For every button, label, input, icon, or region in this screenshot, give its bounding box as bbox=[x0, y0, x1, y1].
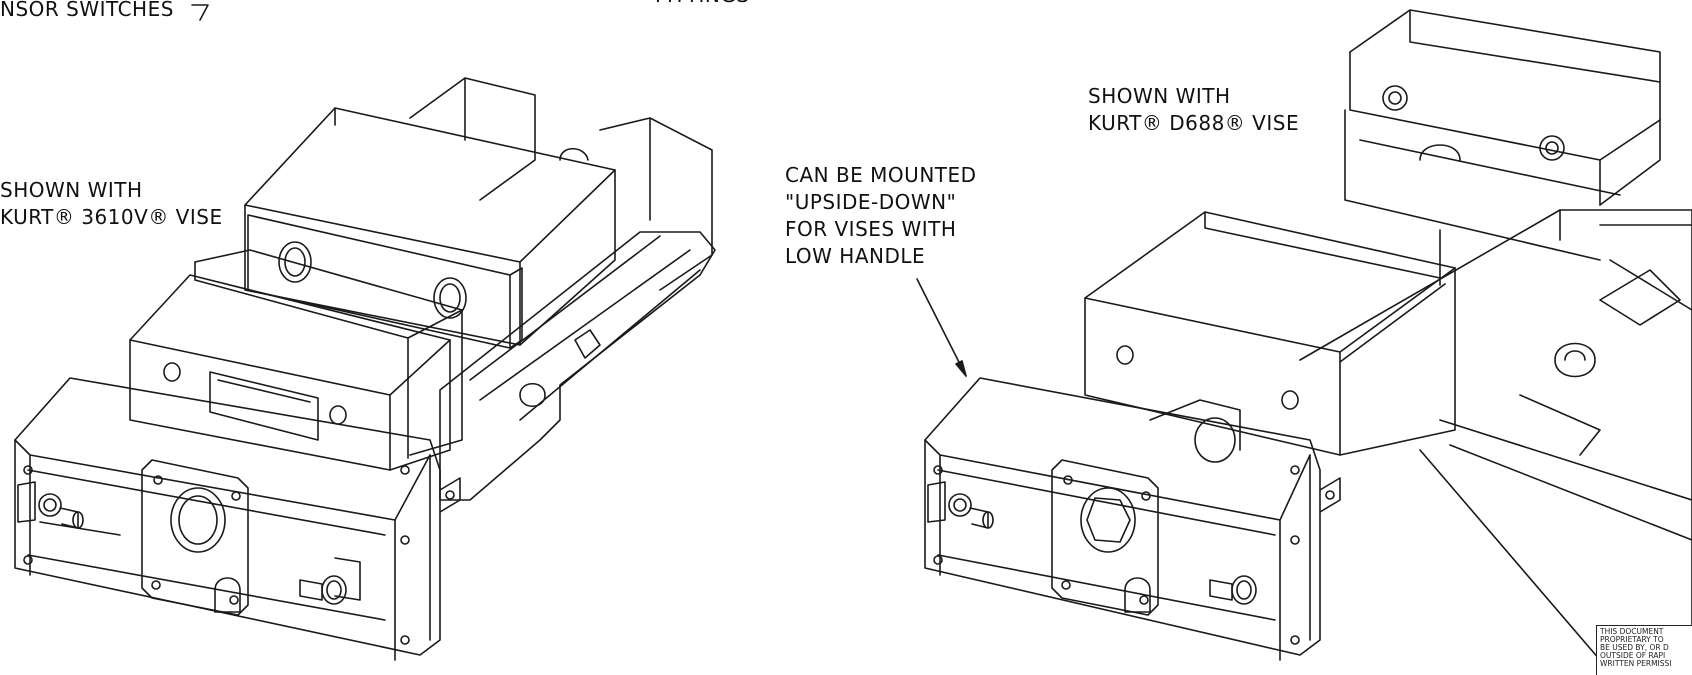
left-vise-caption-line-1: SHOWN WITH bbox=[0, 178, 143, 202]
mounting-note-line-4: LOW HANDLE bbox=[785, 244, 926, 268]
sensor-switches-label: NSOR SWITCHES bbox=[0, 0, 174, 21]
left-vise-caption-line-2: KURT® 3610V® VISE bbox=[0, 205, 223, 229]
right-vise-assembly bbox=[924, 9, 1692, 661]
mounting-note-line-3: FOR VISES WITH bbox=[785, 217, 957, 241]
mounting-note-leader bbox=[916, 278, 967, 377]
mounting-note: CAN BE MOUNTED "UPSIDE-DOWN" FOR VISES W… bbox=[785, 162, 977, 270]
mounting-note-line-2: "UPSIDE-DOWN" bbox=[785, 190, 957, 214]
left-vise-assembly bbox=[14, 4, 716, 661]
fittings-label: FITTINGS bbox=[655, 0, 750, 9]
left-vise-caption: SHOWN WITH KURT® 3610V® VISE bbox=[0, 177, 223, 231]
right-vise-caption: SHOWN WITH KURT® D688® VISE bbox=[1088, 83, 1299, 137]
proprietary-notice: THIS DOCUMENT PROPRIETARY TO BE USED BY,… bbox=[1596, 625, 1692, 675]
right-vise-caption-line-1: SHOWN WITH bbox=[1088, 84, 1231, 108]
mounting-note-line-1: CAN BE MOUNTED bbox=[785, 163, 977, 187]
right-vise-caption-line-2: KURT® D688® VISE bbox=[1088, 111, 1300, 135]
